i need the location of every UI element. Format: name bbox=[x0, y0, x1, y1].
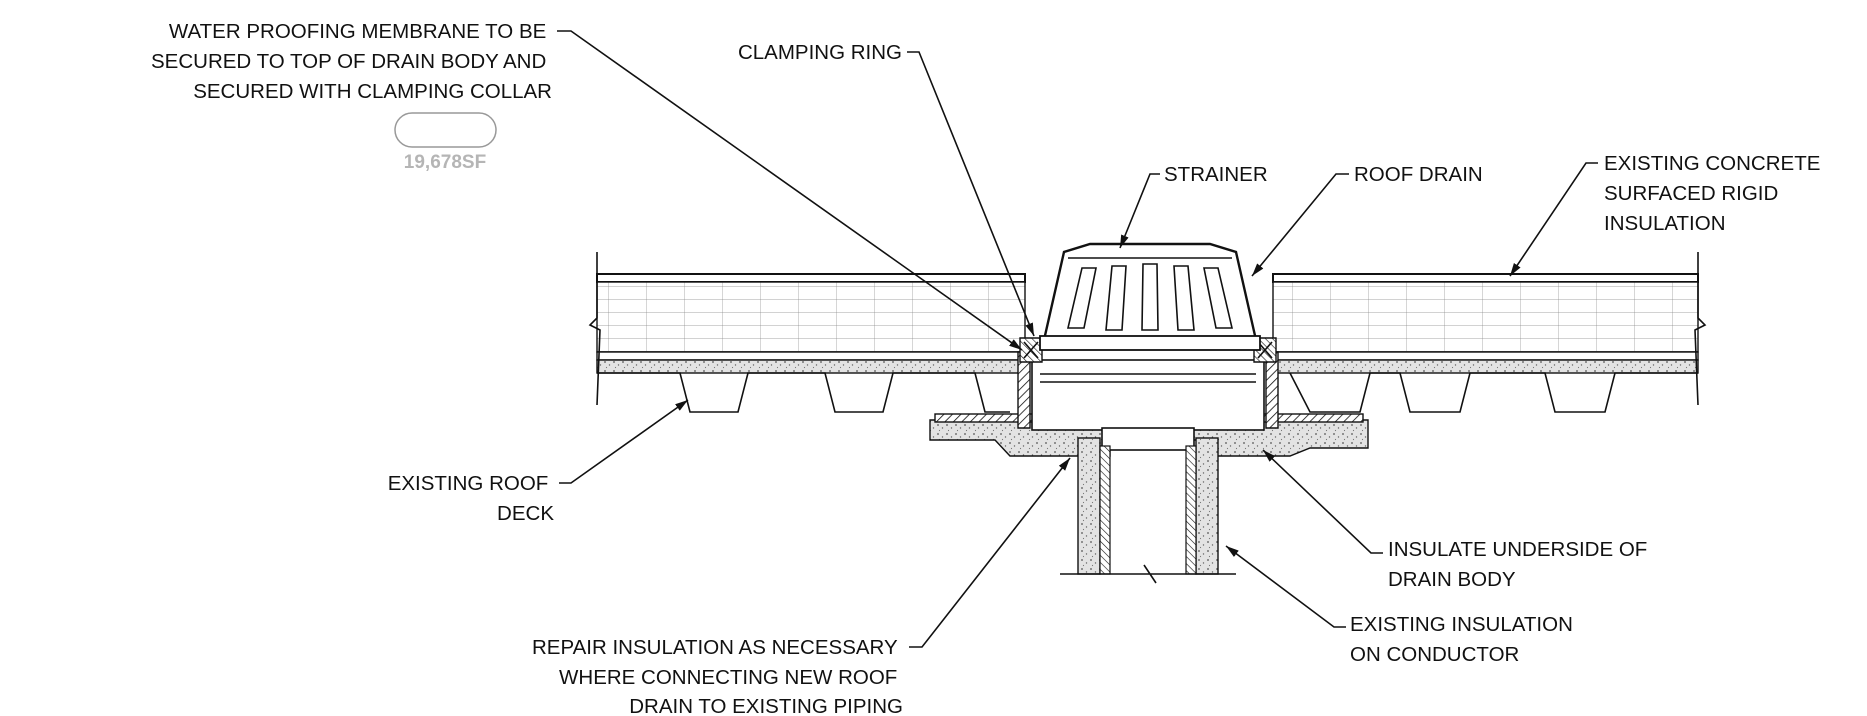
repair-insulation-label: REPAIR INSULATION AS NECESSARY WHERE CON… bbox=[532, 636, 903, 716]
left-concrete-layer bbox=[596, 359, 1026, 374]
left-cover-board bbox=[596, 351, 1026, 361]
insulate-underside-leader bbox=[1262, 449, 1383, 554]
leader-lines bbox=[557, 30, 1598, 648]
conductor-break-line bbox=[1060, 564, 1236, 584]
membrane-label: WATER PROOFING MEMBRANE TO BE SECURED TO… bbox=[151, 20, 552, 103]
right-roof-assembly bbox=[1272, 252, 1707, 413]
conductor-pipe-left bbox=[1099, 445, 1111, 575]
right-cover-board bbox=[1272, 351, 1699, 361]
left-membrane bbox=[596, 273, 1026, 283]
repair-insulation-leader bbox=[909, 457, 1071, 648]
drain-body-bowl bbox=[1031, 359, 1265, 431]
right-concrete-layer bbox=[1272, 359, 1699, 374]
roof-drain-label: ROOF DRAIN bbox=[1354, 163, 1483, 186]
drain-outlet bbox=[1101, 427, 1195, 451]
area-tag-value: 19,678SF bbox=[404, 152, 486, 173]
strainer-slots bbox=[1066, 263, 1234, 331]
strainer-label: STRAINER bbox=[1164, 163, 1268, 186]
conductor-insulation-right bbox=[1195, 437, 1219, 575]
roof-deck-leader bbox=[559, 399, 689, 484]
right-rigid-insulation bbox=[1272, 281, 1699, 353]
left-roof-assembly bbox=[588, 252, 1026, 413]
existing-insulation-leader bbox=[1509, 162, 1598, 277]
conductor-insulation-leader bbox=[1225, 545, 1346, 628]
right-metal-deck bbox=[1289, 372, 1698, 413]
conductor-insulation-left bbox=[1077, 437, 1101, 575]
left-metal-deck bbox=[597, 372, 1010, 413]
clamping-ring-leader bbox=[907, 51, 1035, 337]
insulate-underside-label: INSULATE UNDERSIDE OF DRAIN BODY bbox=[1388, 538, 1653, 591]
left-rigid-insulation bbox=[596, 281, 1026, 353]
membrane-leader bbox=[557, 30, 1023, 351]
right-break-line bbox=[1694, 252, 1707, 406]
conductor-pipe-right bbox=[1185, 445, 1197, 575]
drain-body-right-wall bbox=[1265, 351, 1279, 429]
clamping-ring-label: CLAMPING RING bbox=[738, 41, 902, 64]
right-membrane bbox=[1272, 273, 1699, 283]
left-break-line bbox=[588, 252, 601, 406]
area-tag-outline bbox=[394, 112, 497, 148]
strainer-base-ring bbox=[1039, 335, 1261, 351]
area-tag: 19,678SF bbox=[394, 112, 497, 173]
roof-drain-assembly bbox=[929, 242, 1369, 584]
roof-deck-label: EXISTING ROOF DECK bbox=[388, 472, 555, 525]
roof-drain-leader bbox=[1251, 173, 1349, 277]
callout-labels: WATER PROOFING MEMBRANE TO BE SECURED TO… bbox=[151, 20, 1826, 716]
existing-insulation-label: EXISTING CONCRETE SURFACED RIGID INSULAT… bbox=[1604, 152, 1826, 235]
conductor-insulation-label: EXISTING INSULATION ON CONDUCTOR bbox=[1350, 613, 1579, 666]
drain-body-left-wall bbox=[1017, 351, 1031, 429]
strainer-leader bbox=[1119, 173, 1160, 249]
